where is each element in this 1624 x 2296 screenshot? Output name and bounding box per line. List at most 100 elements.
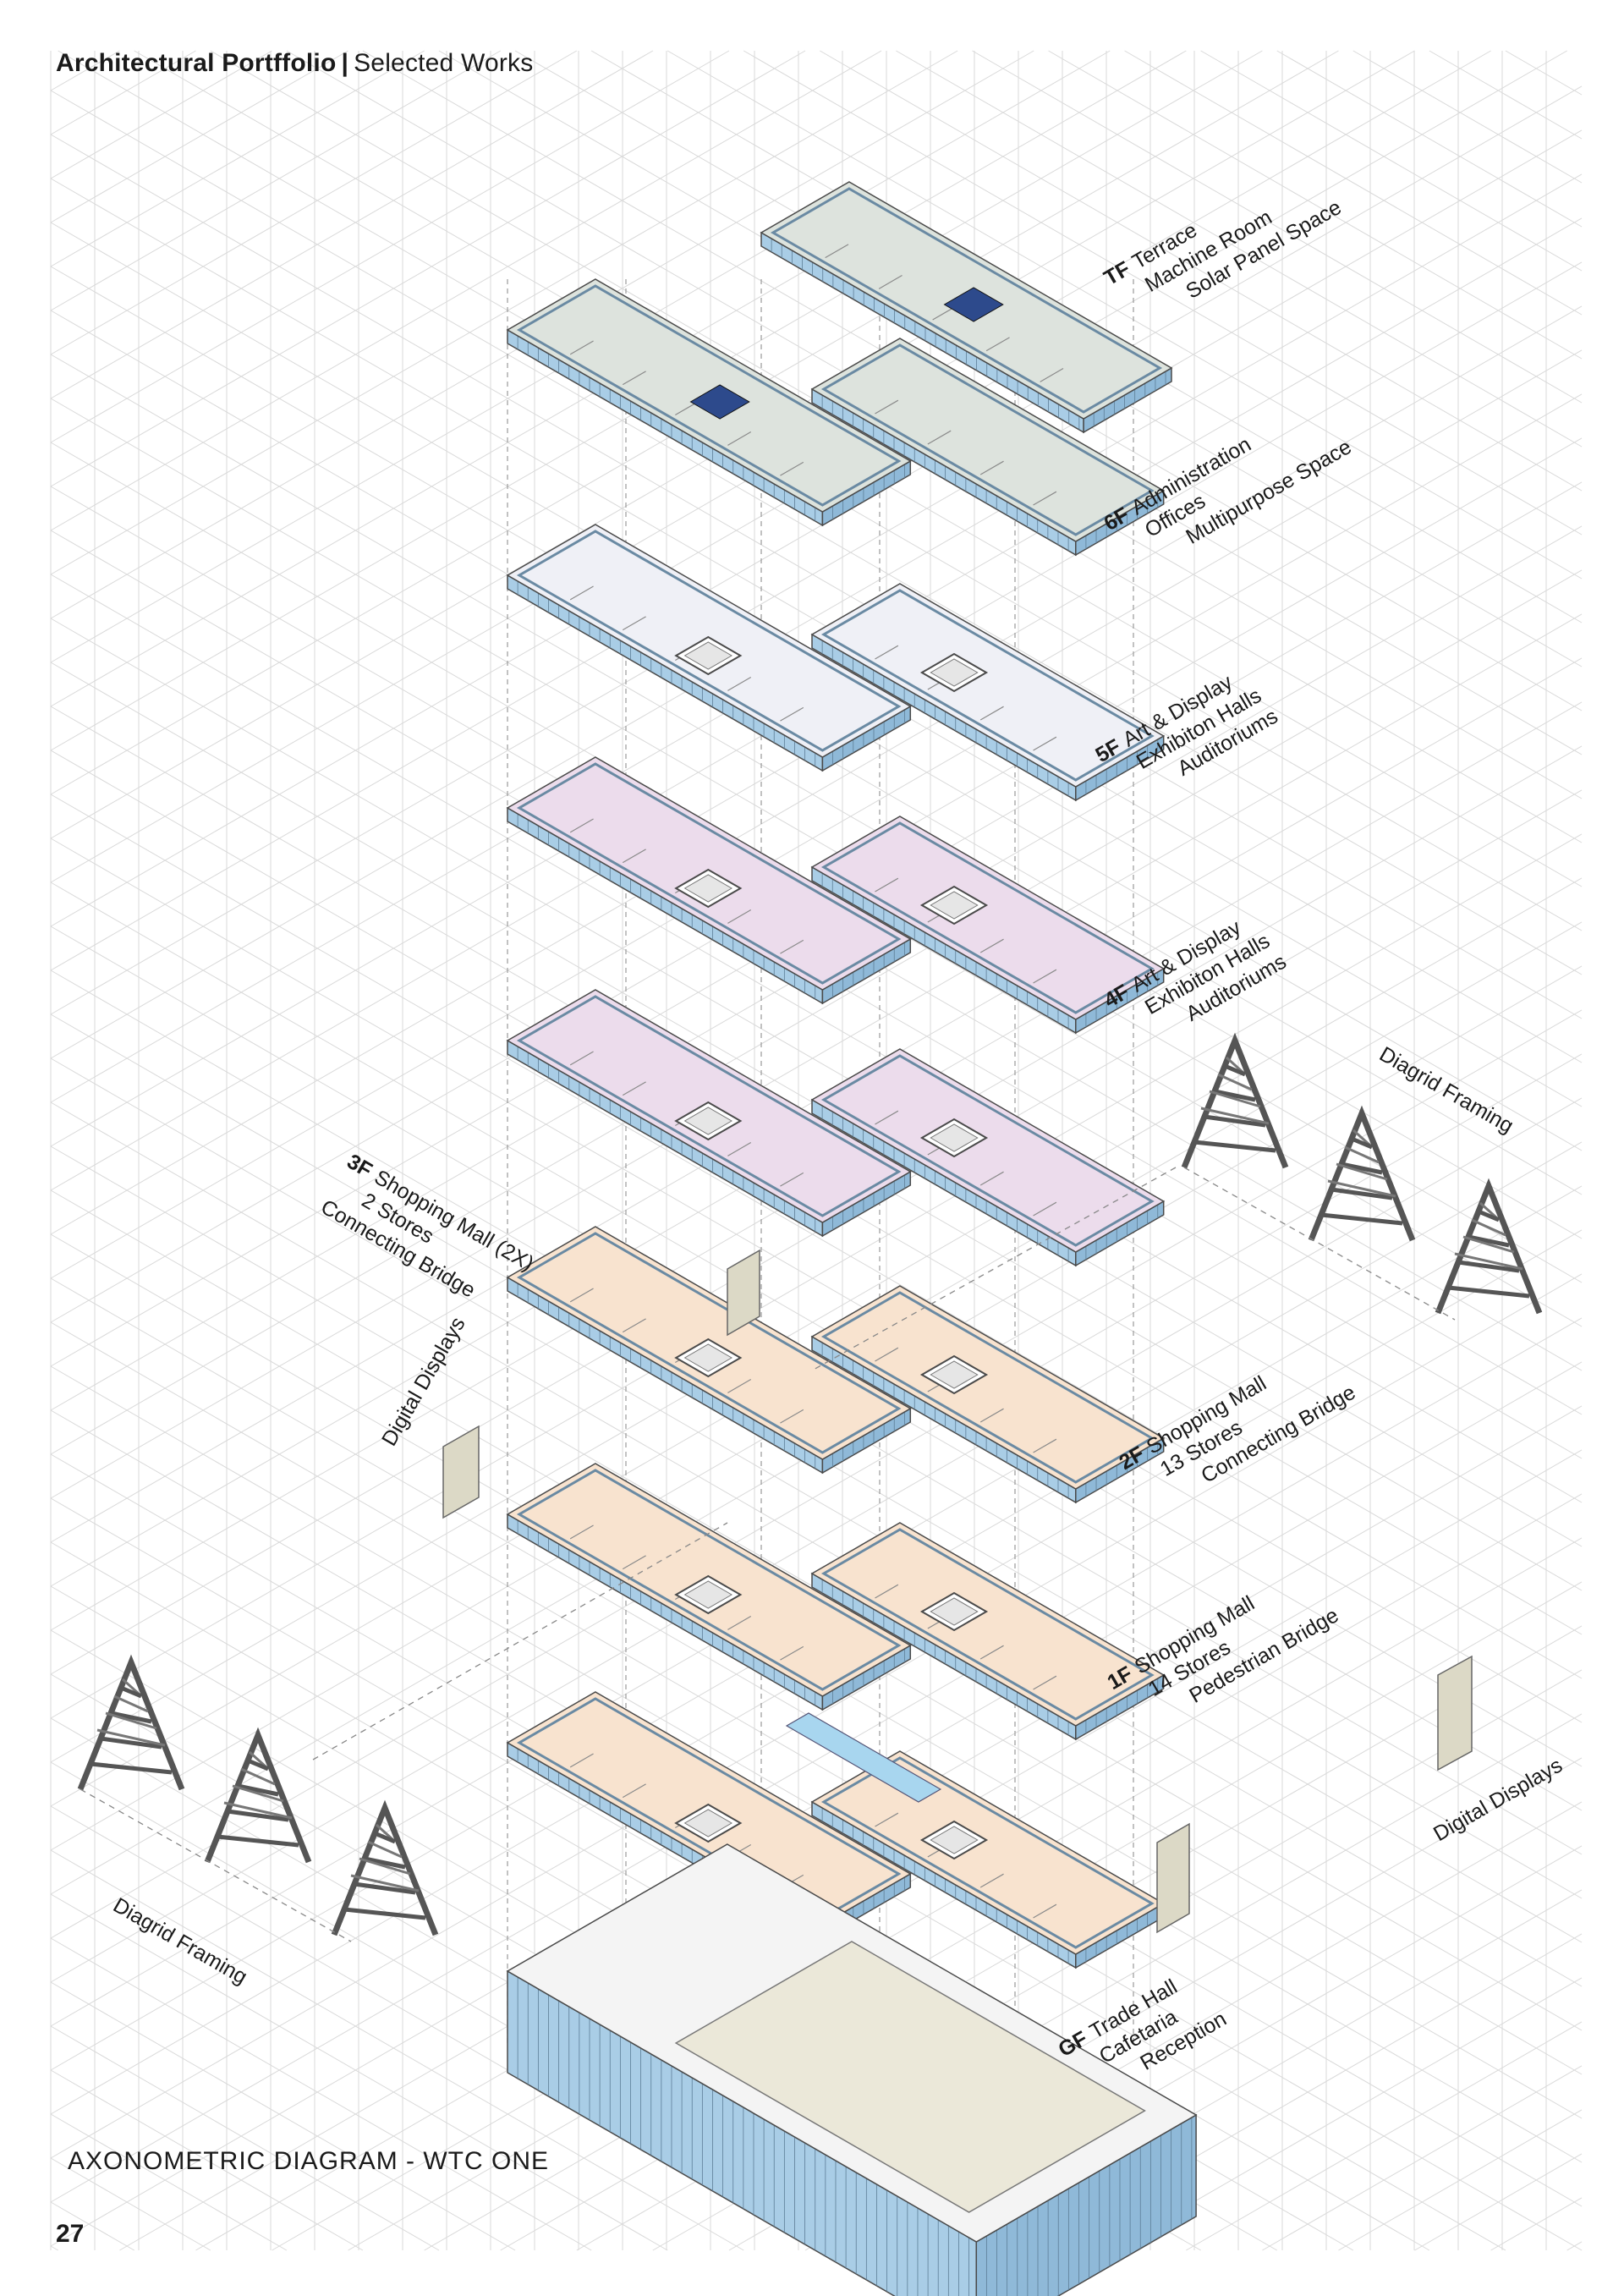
grid-line bbox=[50, 50, 578, 355]
diagrid-member bbox=[1351, 1136, 1373, 1150]
partition-wall bbox=[569, 1051, 594, 1066]
skylight bbox=[943, 287, 1004, 322]
header-title: Architectural Portffolio bbox=[56, 49, 337, 77]
partition-wall bbox=[622, 1318, 646, 1333]
parapet-rim bbox=[516, 995, 902, 1217]
partition-wall bbox=[979, 706, 1004, 721]
diagrid-member bbox=[110, 1711, 152, 1724]
grid-line bbox=[50, 1101, 1583, 1987]
grid-line bbox=[50, 794, 1583, 1679]
digital-display-panel bbox=[1437, 1655, 1473, 1771]
grid-line bbox=[50, 178, 1583, 1063]
floor-plate bbox=[810, 1285, 1166, 1490]
diagrid-member bbox=[227, 1809, 289, 1822]
water-feature bbox=[785, 1712, 942, 1803]
grid-line bbox=[50, 2113, 288, 2251]
diagrid-member bbox=[113, 1695, 149, 1713]
grid-line bbox=[50, 50, 730, 443]
partition-wall bbox=[927, 430, 952, 445]
grid-line bbox=[50, 1097, 1583, 1983]
diagrid-member bbox=[1320, 1212, 1403, 1226]
grid-line bbox=[1124, 50, 1583, 316]
diagrid-member bbox=[367, 1840, 403, 1859]
diagrid-member bbox=[1454, 1252, 1523, 1271]
header-subtitle: Selected Works bbox=[354, 49, 534, 77]
diagrid-member bbox=[1327, 1179, 1396, 1198]
diagrid-member bbox=[1447, 1285, 1530, 1299]
partition-wall bbox=[979, 460, 1004, 475]
diagrid-member bbox=[1435, 1178, 1543, 1315]
parapet-rim bbox=[516, 284, 902, 507]
grid-line bbox=[1338, 2109, 1583, 2251]
grid-line bbox=[1566, 2241, 1583, 2251]
partition-wall bbox=[875, 1584, 899, 1599]
partition-wall bbox=[875, 1110, 899, 1125]
header-separator: | bbox=[341, 49, 349, 77]
digital-display-panel bbox=[727, 1249, 760, 1337]
partition-wall bbox=[825, 244, 849, 259]
partition-wall bbox=[1033, 1201, 1057, 1217]
diagrid-member bbox=[248, 1750, 268, 1769]
parapet-rim bbox=[516, 762, 902, 985]
atrium-void bbox=[674, 1803, 743, 1843]
grid-line bbox=[50, 877, 1583, 1763]
partition-wall bbox=[1033, 969, 1057, 984]
partition-wall bbox=[622, 1555, 646, 1570]
diagrid-member bbox=[1352, 1129, 1372, 1147]
partition-wall bbox=[569, 1288, 594, 1303]
atrium-floor bbox=[930, 1826, 979, 1854]
atrium-floor bbox=[930, 658, 979, 687]
atrium-void bbox=[674, 868, 743, 909]
atrium-void bbox=[674, 1101, 743, 1141]
level-4f-west-wing bbox=[506, 756, 912, 1005]
diagrid-member bbox=[204, 1727, 312, 1864]
partition-wall bbox=[1033, 1438, 1057, 1453]
partition-wall bbox=[727, 1142, 752, 1156]
grid-line bbox=[50, 2157, 211, 2251]
diagrid-member bbox=[375, 1823, 395, 1842]
parapet-rim bbox=[770, 187, 1163, 414]
diagrid-member bbox=[247, 1758, 269, 1771]
partition-wall bbox=[622, 849, 646, 864]
diagrid-member bbox=[1479, 1201, 1499, 1220]
diagrid-member bbox=[331, 1799, 439, 1936]
partition-wall bbox=[878, 275, 903, 289]
partition-wall bbox=[569, 585, 594, 601]
partition-wall bbox=[622, 1783, 646, 1799]
partition-wall bbox=[727, 431, 752, 446]
partition-wall bbox=[569, 1524, 594, 1540]
partition-wall bbox=[780, 706, 804, 722]
atrium-floor bbox=[930, 1123, 979, 1152]
level-6f-roof-east-wing bbox=[810, 338, 1166, 557]
grid-line bbox=[1414, 2153, 1583, 2251]
diagrid-member bbox=[359, 1857, 411, 1876]
grid-line bbox=[1429, 50, 1583, 140]
level-2f-east-wing bbox=[810, 1285, 1166, 1504]
diagrid-member bbox=[1181, 1032, 1289, 1169]
level-gf-trade-hall bbox=[506, 1843, 1198, 2296]
digital-display-panel bbox=[1156, 1822, 1190, 1934]
grid-line bbox=[1352, 50, 1583, 184]
page-number: 27 bbox=[56, 2220, 85, 2248]
diagrid-guide bbox=[80, 1788, 352, 1942]
level-1f-east-wing bbox=[810, 1522, 1166, 1741]
atrium-floor bbox=[683, 1107, 732, 1135]
grid-line bbox=[50, 1849, 744, 2251]
floor-plate bbox=[810, 338, 1166, 542]
parapet-rim bbox=[516, 1469, 902, 1691]
partition-wall bbox=[780, 939, 804, 954]
atrium-floor bbox=[930, 1597, 979, 1626]
grid-line bbox=[1262, 2065, 1583, 2251]
diagrid-member bbox=[1462, 1235, 1515, 1254]
partition-wall bbox=[780, 1645, 804, 1661]
parapet-rim bbox=[820, 1054, 1155, 1247]
partition-wall bbox=[1033, 491, 1057, 506]
grid-line bbox=[50, 2069, 364, 2251]
grid-line bbox=[896, 50, 1583, 448]
partition-wall bbox=[979, 1171, 1004, 1186]
diagrid-member bbox=[96, 1728, 166, 1747]
atrium-floor bbox=[683, 1580, 732, 1609]
diagrid-member bbox=[77, 1654, 185, 1791]
diagrid-member bbox=[350, 1874, 420, 1892]
diagrid-member bbox=[1308, 1105, 1416, 1242]
